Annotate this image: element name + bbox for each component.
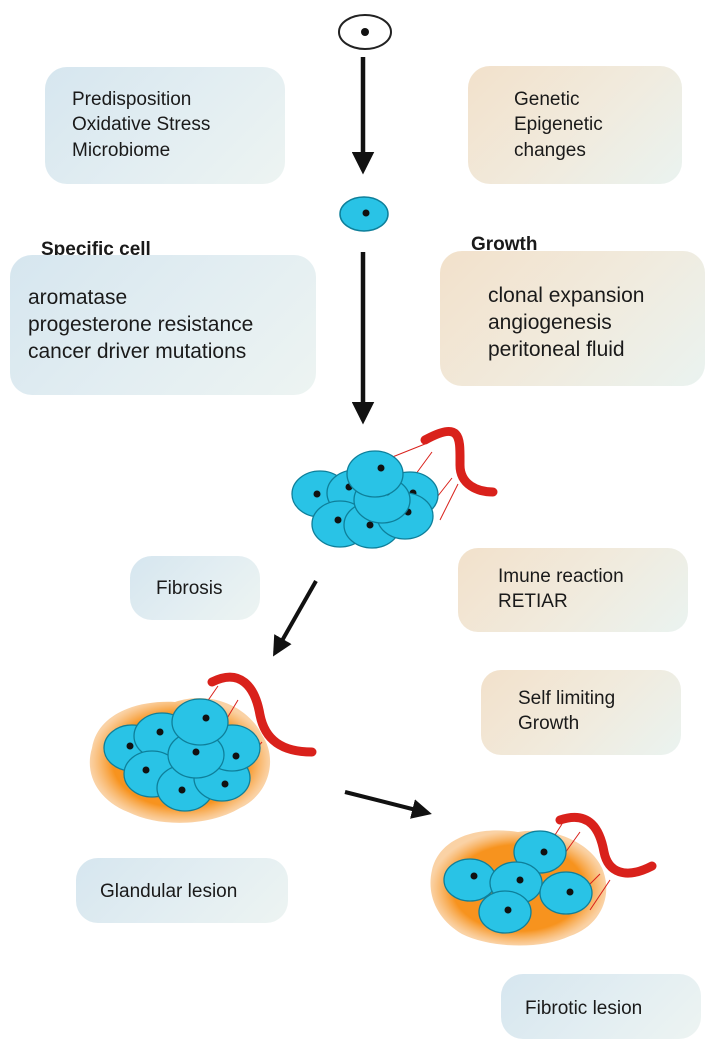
specific-cell-heading: Specific cell: [41, 239, 151, 260]
arrow-to-fibrotic: [344, 790, 432, 819]
box-line: Fibrotic lesion: [525, 998, 643, 1019]
arrow-to-glandular: [273, 580, 318, 657]
box-line: Genetic: [514, 89, 580, 110]
cell-cluster-fibrotic: [430, 812, 657, 946]
cell-icon: [443, 858, 497, 902]
box-line: Glandular lesion: [100, 881, 238, 902]
growth-heading: Growth: [471, 234, 538, 255]
box-line: Fibrosis: [156, 578, 223, 599]
self-limiting-box: Self limiting Growth: [481, 670, 681, 755]
box-line: RETIAR: [498, 591, 568, 613]
box-line: angiogenesis: [488, 310, 612, 334]
box-line: clonal expansion: [488, 284, 645, 307]
box-line: peritoneal fluid: [488, 337, 625, 361]
fibrotic-lesion-box: Fibrotic lesion: [501, 974, 701, 1039]
vessel-icon: [379, 427, 498, 521]
cell-icon: [346, 450, 404, 498]
cell-icon: [513, 830, 567, 874]
box-line: Epigenetic: [514, 114, 603, 136]
box-line: Microbiome: [72, 139, 171, 161]
box-line: Predisposition: [72, 89, 192, 110]
cell-cluster-growth: [291, 427, 498, 549]
box-line: progesterone resistance: [28, 312, 254, 336]
glandular-lesion-box: Glandular lesion: [76, 858, 288, 923]
box-line: cancer driver mutations: [28, 339, 247, 363]
box-line: changes: [514, 139, 586, 161]
specific-cell-icon: [339, 196, 389, 232]
immune-box: Imune reaction RETIAR: [458, 548, 688, 632]
growth-box: clonal expansion angiogenesis peritoneal…: [440, 251, 705, 386]
box-line: Growth: [518, 713, 580, 735]
cell-icon: [539, 871, 593, 915]
specific-cell-box: aromatase progesterone resistance cancer…: [10, 255, 316, 395]
box-line: Imune reaction: [498, 566, 624, 587]
box-line: Self limiting: [518, 688, 616, 709]
box-line: Oxidative Stress: [72, 114, 211, 136]
origin-cell-icon: [338, 14, 392, 50]
fibrosis-box: Fibrosis: [130, 556, 260, 620]
box-line: aromatase: [28, 286, 128, 309]
predisposition-box: Predisposition Oxidative Stress Microbio…: [45, 67, 285, 184]
genetic-box: Genetic Epigenetic changes: [468, 66, 682, 184]
cell-cluster-glandular: [89, 672, 317, 823]
cell-icon: [171, 698, 229, 746]
cell-icon: [478, 890, 532, 934]
